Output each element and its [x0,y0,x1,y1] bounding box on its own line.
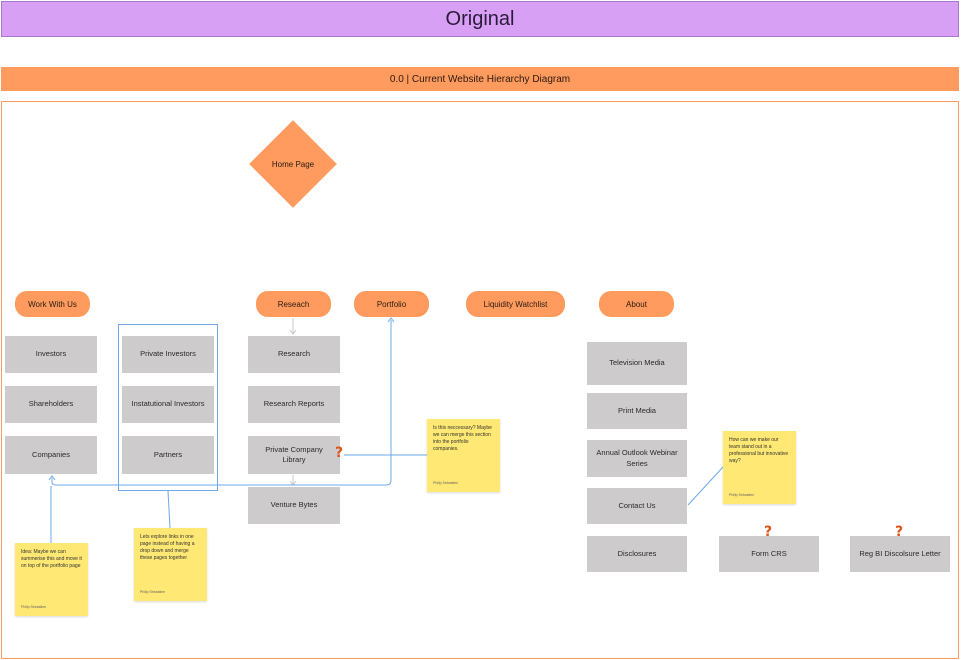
node-annual-outlook-webinar: Annual Outlook Webinar Series [587,440,687,477]
node-investors: Investors [5,336,97,373]
note-text: Idea: Maybe we can summerise this and mo… [21,549,82,569]
node-television-media: Television Media [587,342,687,385]
note-text: How can we make our team stand out in a … [729,437,789,464]
node-shareholders: Shareholders [5,386,97,423]
question-mark-reg-bi: ? [895,524,904,540]
node-companies: Companies [5,436,97,474]
category-work-with-us: Work With Us [15,291,90,317]
category-portfolio: Portfolio [354,291,429,317]
note-author: Philip Sebastien [140,590,166,595]
node-print-media: Print Media [587,393,687,429]
node-reg-bi-letter: Reg BI Discolsure Letter [850,536,950,572]
node-research: Research [248,336,340,373]
sticky-note-merge-portfolio: Is this neccessary? Maybe we can merge t… [427,419,500,492]
investor-group-outline [118,324,218,491]
node-disclosures: Disclosures [587,536,687,572]
note-text: Is this neccessary? Maybe we can merge t… [433,425,492,452]
note-author: Philip Sebastien [433,481,459,486]
diagram-title: 0.0 | Current Website Hierarchy Diagram [1,67,959,91]
node-research-reports: Research Reports [248,386,340,423]
node-venture-bytes: Venture Bytes [248,487,340,524]
sticky-note-team-standout: How can we make our team stand out in a … [723,431,796,504]
home-page-label: Home Page [271,159,315,169]
sticky-note-summarise: Idea: Maybe we can summerise this and mo… [15,543,88,616]
node-private-company-library: Private Company Library [248,436,340,474]
node-private-investors: Private Investors [122,336,214,373]
question-mark-library: ? [335,445,344,461]
node-contact-us: Contact Us [587,488,687,524]
sticky-note-merge-links: Lets explore links in one page instead o… [134,528,207,601]
note-author: Philip Sebastien [21,605,47,610]
node-institutional-investors: Instatutional Investors [122,386,214,423]
note-text: Lets explore links in one page instead o… [140,534,195,561]
category-research: Reseach [256,291,331,317]
question-mark-form-crs: ? [764,524,773,540]
category-liquidity-watchlist: Liquidity Watchlist [466,291,565,317]
node-form-crs: Form CRS [719,536,819,572]
node-partners: Partners [122,436,214,474]
note-author: Philip Sebastien [729,493,755,498]
page-title: Original [1,1,959,37]
category-about: About [599,291,674,317]
